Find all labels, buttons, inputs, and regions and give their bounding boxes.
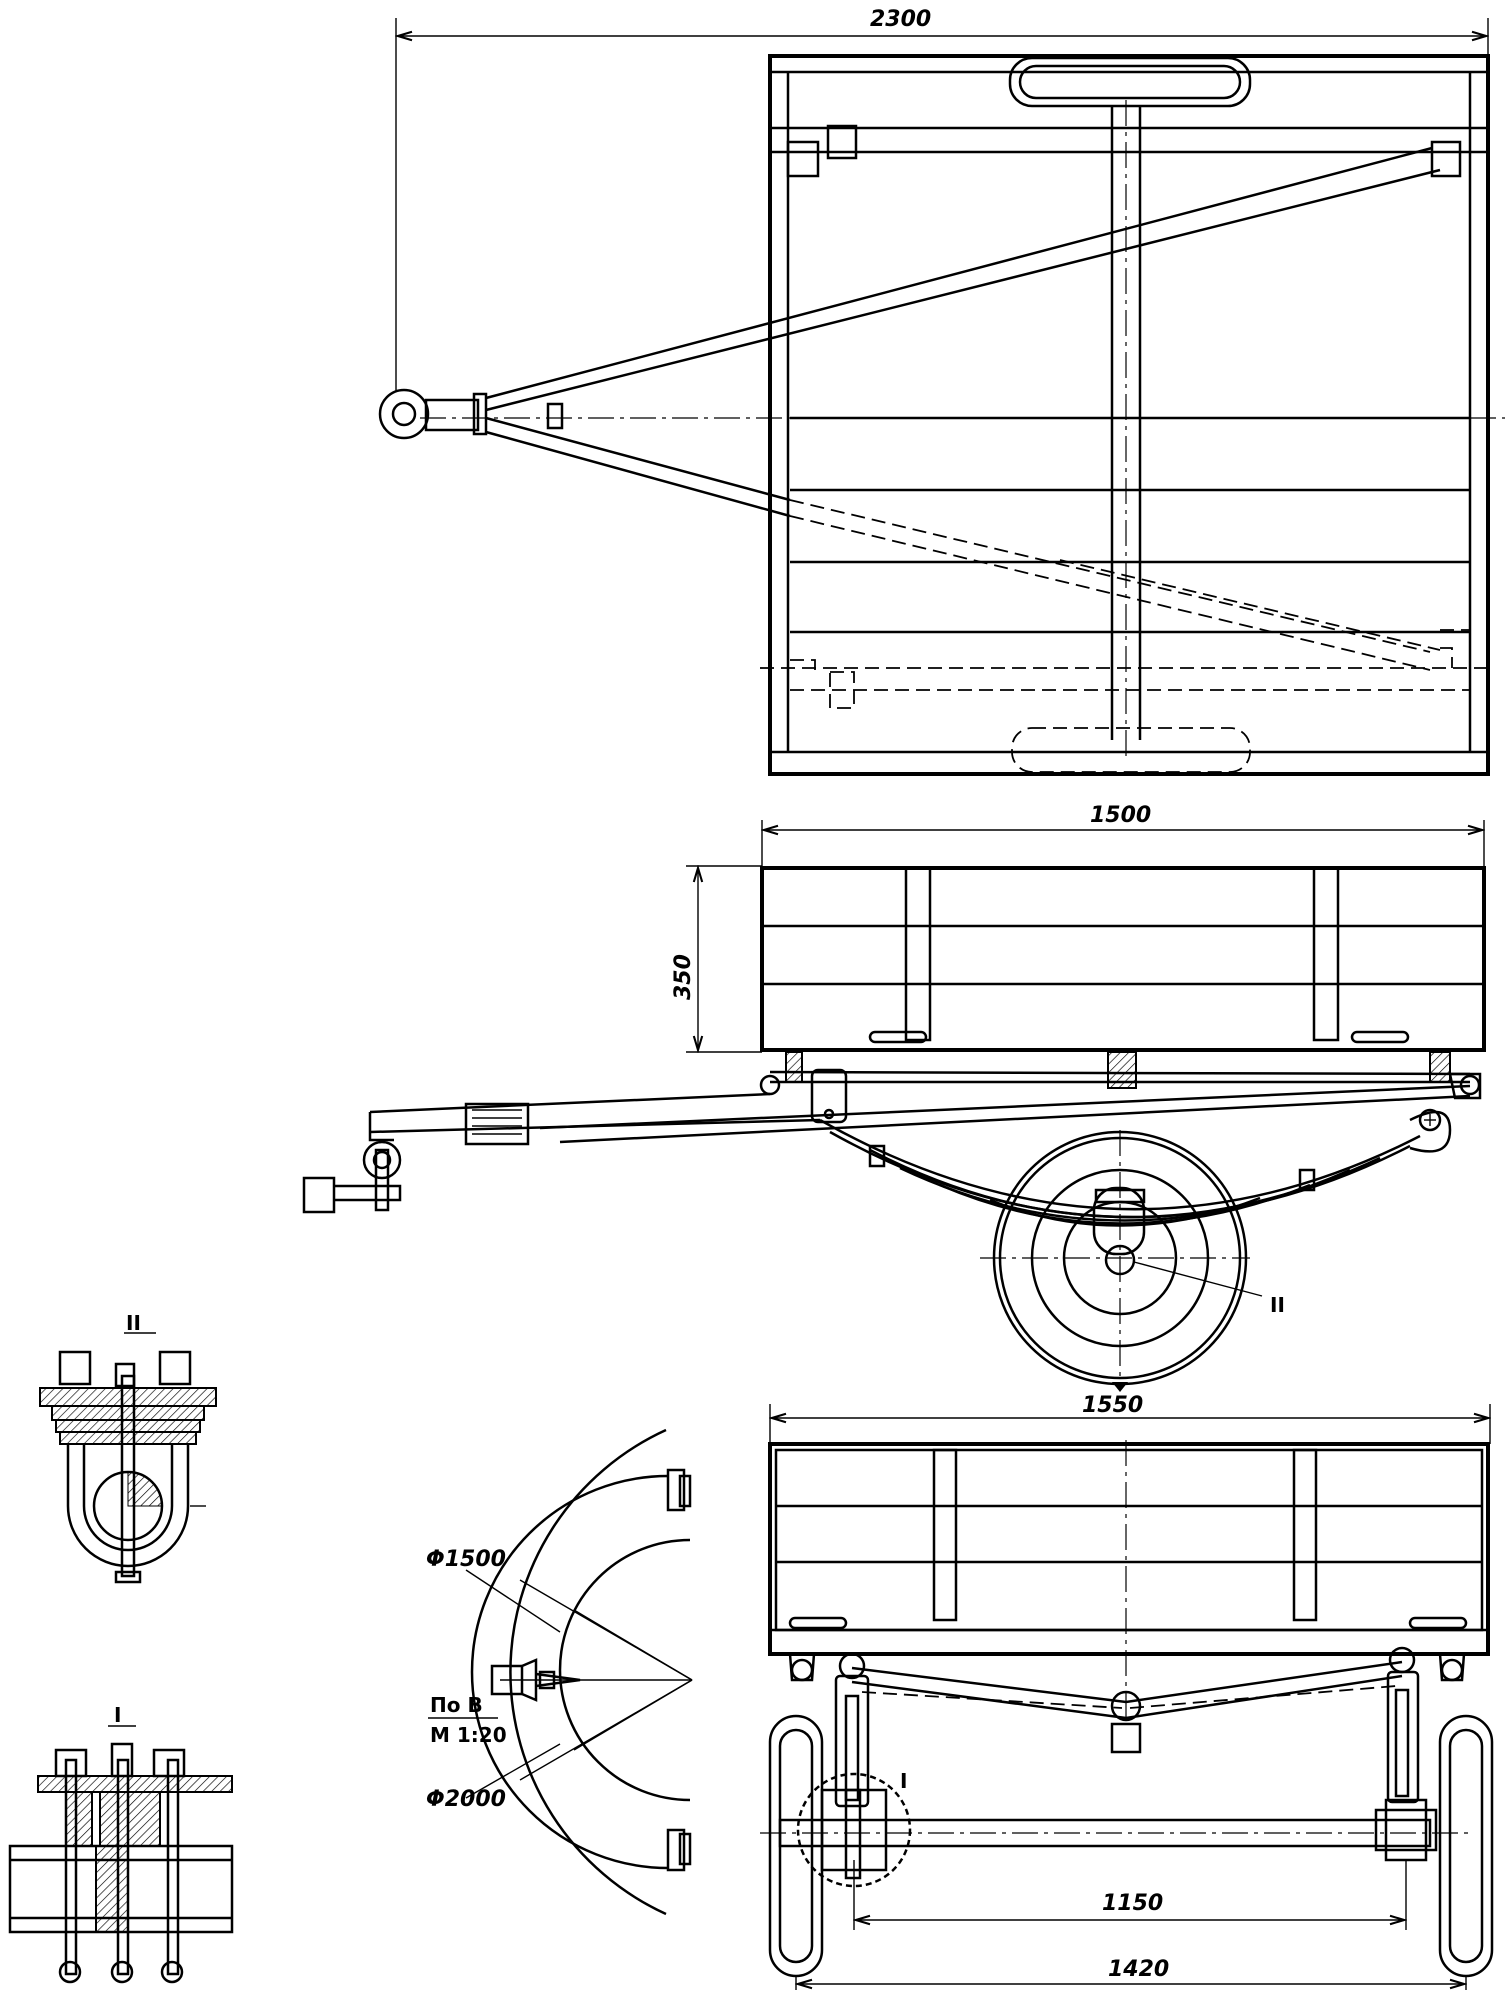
side-box [760, 866, 1486, 1052]
drawbar-top [378, 146, 1441, 671]
dimension-1550-label: 1550 [1082, 1393, 1143, 1418]
view-b-scale: М 1:20 [430, 1723, 507, 1747]
detail-1: I [8, 1703, 234, 1984]
dimension-350-label: 350 [671, 954, 696, 1000]
view-b-title: По В [430, 1693, 483, 1717]
callout-1: I [900, 1769, 907, 1793]
body-outline [768, 54, 1490, 776]
right-wheel [1438, 1714, 1494, 1978]
top-view: 2300 [378, 7, 1505, 776]
dimension-350: 350 [671, 866, 762, 1052]
dimension-1150-label: 1150 [1102, 1891, 1163, 1916]
tow-eye [378, 388, 430, 440]
leaf-spring [819, 1108, 1452, 1227]
detail-1-label: I [114, 1703, 121, 1727]
diameter-1500-label: Φ1500 [426, 1547, 506, 1572]
rear-view: 1550 I [760, 1393, 1494, 1990]
view-b: Φ1500 Φ2000 По В М 1:20 [426, 1428, 693, 1916]
detail-2-label: II [126, 1311, 141, 1335]
dimension-1420: 1420 [796, 1957, 1466, 1990]
diameter-2000-label: Φ2000 [426, 1787, 506, 1812]
rear-box [768, 1442, 1490, 1656]
dimension-2300-label: 2300 [870, 7, 931, 32]
dimension-2300: 2300 [396, 7, 1488, 392]
drawbar-side [302, 1068, 1471, 1214]
front-cross-member [768, 126, 1490, 154]
dimension-1500: 1500 [762, 803, 1484, 868]
side-wheel: II [980, 1130, 1285, 1392]
dimension-1420-label: 1420 [1108, 1957, 1169, 1982]
callout-2: II [1270, 1293, 1285, 1317]
dimension-1500-label: 1500 [1090, 803, 1151, 828]
drawbar-coupler [464, 1102, 530, 1146]
detail-2: II [39, 1311, 217, 1584]
dimension-1150: 1150 [854, 1860, 1406, 1930]
spare-wheel [1008, 56, 1252, 108]
dimension-1550: 1550 [770, 1393, 1490, 1444]
side-view: 1500 350 [302, 803, 1486, 1392]
